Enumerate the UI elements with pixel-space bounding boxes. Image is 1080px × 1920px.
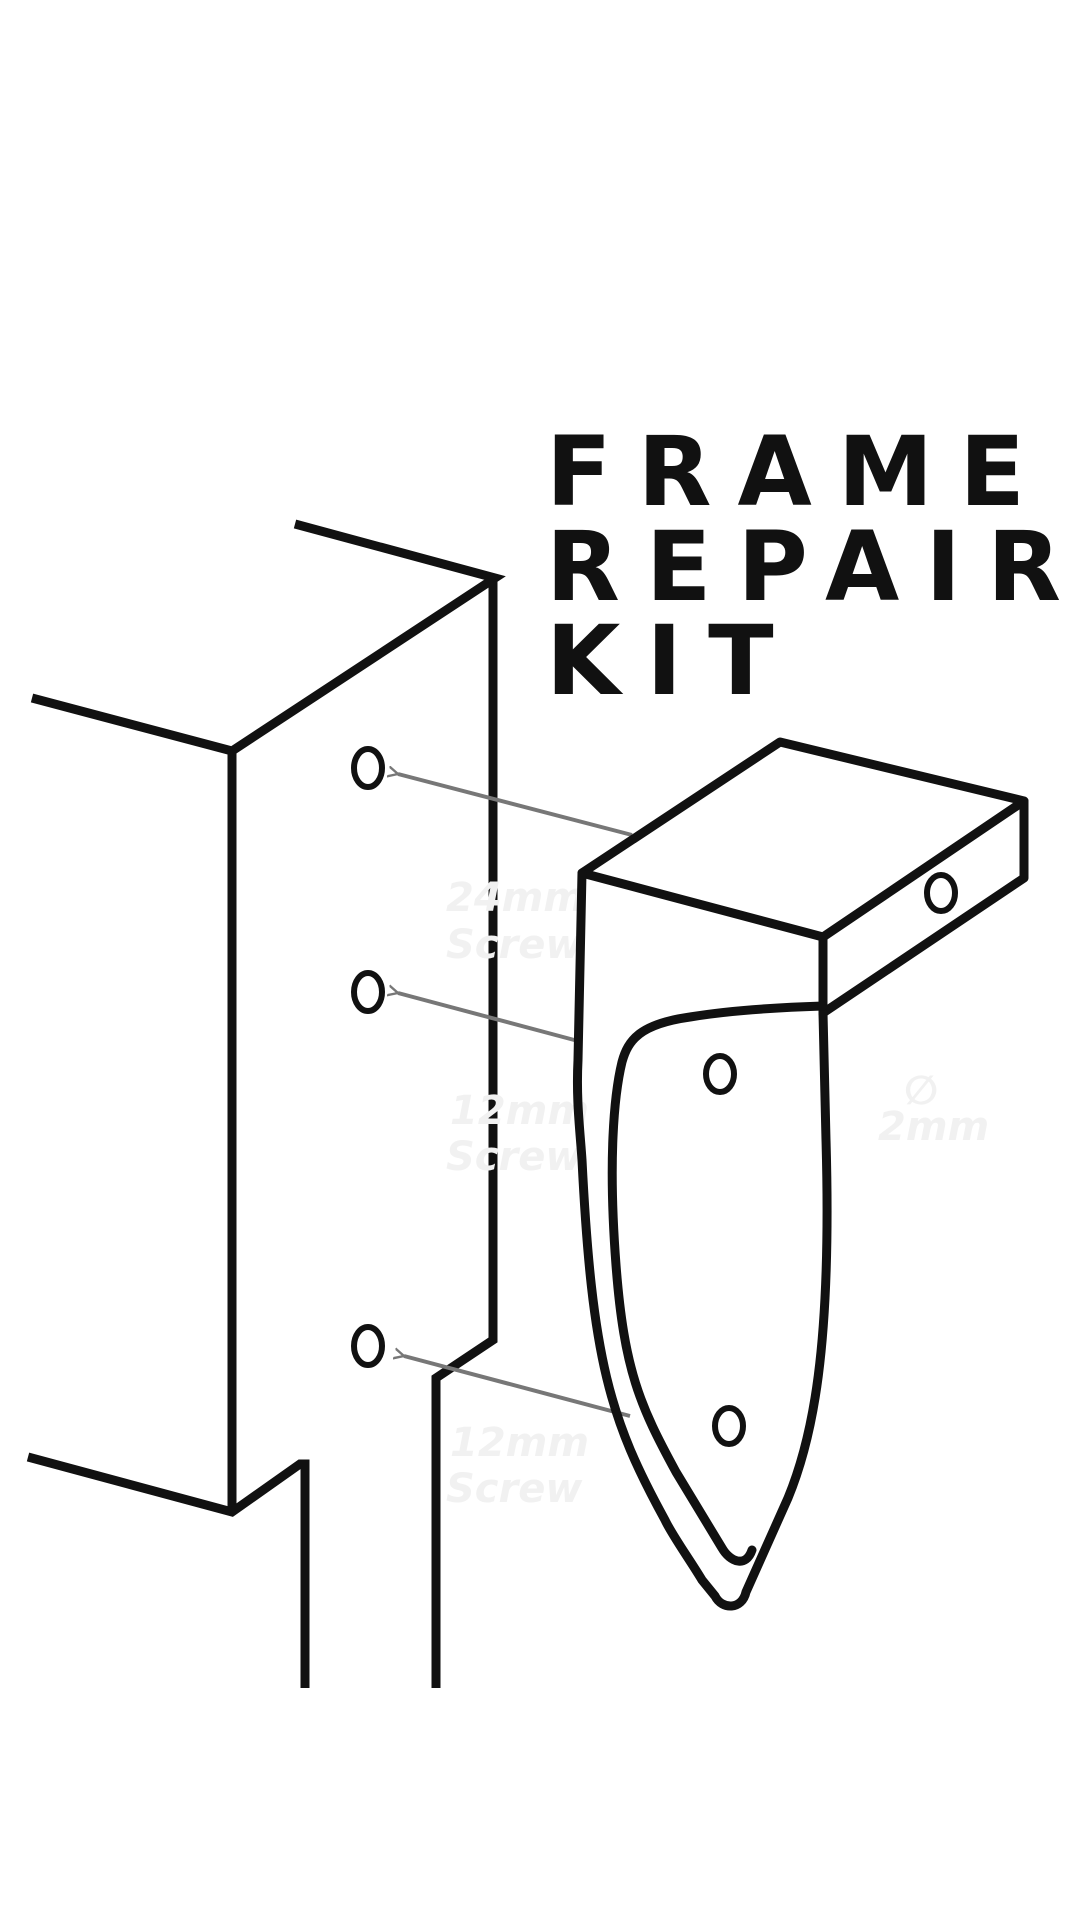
screw-labels: 24mm Screw 12mm Screw 12mm Screw ∅ 2mm	[446, 875, 989, 1512]
bracket-holes	[703, 872, 958, 1447]
frame-hole-middle	[351, 970, 385, 1014]
title-line-2: REPAIR	[546, 511, 1080, 623]
title-line-3: KIT	[546, 605, 800, 717]
label-diameter-symbol: ∅	[904, 1068, 938, 1114]
frame-holes	[351, 746, 385, 1368]
arrow-middle	[398, 993, 579, 1043]
label-screw-bottom: Screw	[446, 1466, 583, 1512]
title-block: FRAME REPAIR KIT	[546, 416, 1080, 717]
frame-post	[26, 519, 506, 1688]
arrow-top	[398, 774, 633, 837]
frame-post-right-edge	[431, 580, 498, 1688]
label-12mm-middle: 12mm	[450, 1088, 589, 1134]
label-12mm-bottom: 12mm	[450, 1420, 589, 1466]
label-screw-top: Screw	[446, 922, 583, 968]
label-2mm: 2mm	[878, 1104, 989, 1150]
label-24mm: 24mm	[446, 875, 585, 921]
bracket-outer-profile	[572, 868, 832, 1611]
frame-post-top-edge	[30, 519, 506, 756]
frame-hole-top	[351, 746, 385, 790]
arrow-bottom	[404, 1356, 631, 1418]
bracket	[572, 737, 1029, 1611]
bracket-hole-upper	[703, 1053, 737, 1095]
bracket-end-face	[818, 796, 1029, 1018]
screw-arrows	[398, 774, 633, 1418]
bracket-inner-profile	[607, 1001, 828, 1566]
title-line-1: FRAME	[546, 416, 1051, 528]
frame-post-bottom-edge	[26, 1452, 310, 1688]
bracket-hole-lower	[712, 1405, 746, 1447]
bracket-hole-end-face	[924, 872, 958, 914]
frame-hole-bottom	[351, 1324, 385, 1368]
label-screw-middle: Screw	[446, 1134, 583, 1180]
bracket-top-face	[577, 737, 1029, 942]
